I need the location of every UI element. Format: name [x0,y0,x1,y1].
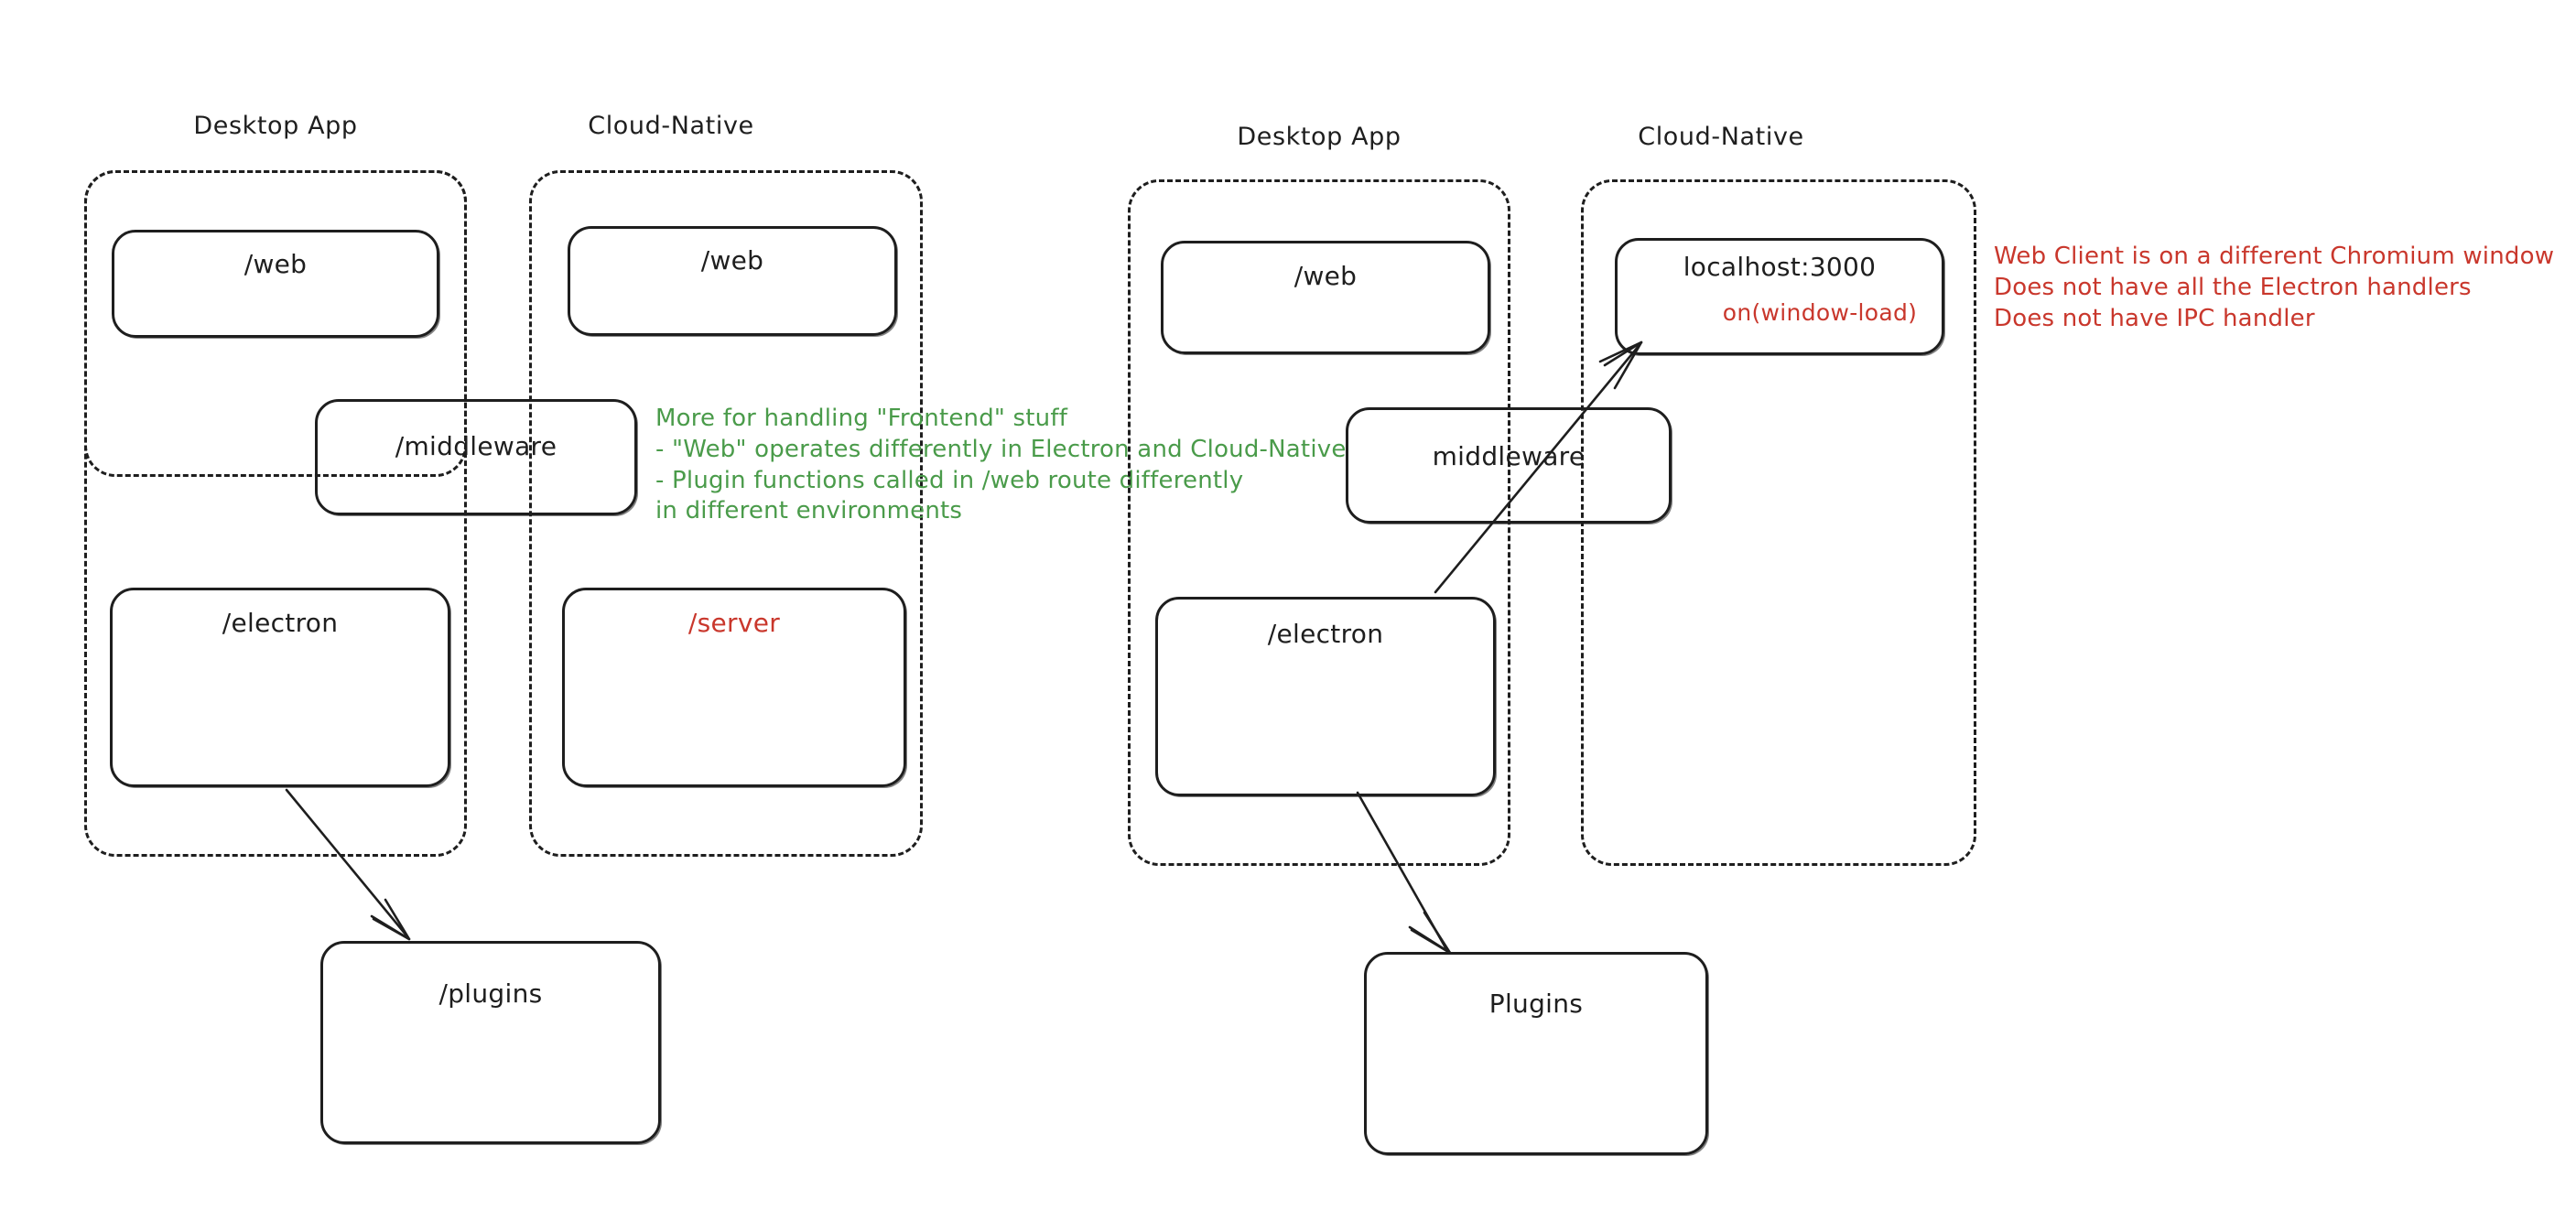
group-left-cloud-native-title: Cloud-Native [588,112,754,140]
group-right-cloud-native-title: Cloud-Native [1638,123,1804,151]
node-left-cloud-web[interactable] [568,226,897,336]
node-left-server[interactable] [562,588,906,787]
node-left-electron-label: /electron [222,608,339,638]
node-left-middleware[interactable] [315,399,637,515]
node-right-electron[interactable] [1155,597,1496,796]
note-red-web-client: Web Client is on a different Chromium wi… [1994,243,2555,332]
node-left-cloud-web-label: /web [700,245,764,276]
node-right-electron-label: /electron [1267,619,1384,649]
node-left-desktop-web[interactable] [112,230,439,338]
node-right-desktop-web-label: /web [1293,261,1358,291]
note-green-frontend: More for handling "Frontend" stuff - "We… [655,405,1347,525]
node-right-plugins[interactable] [1364,952,1708,1155]
group-right-desktop-app-title: Desktop App [1237,123,1402,151]
group-left-desktop-app-title: Desktop App [193,112,358,140]
node-left-desktop-web-label: /web [244,249,308,279]
node-right-middleware-label: middleware [1432,441,1586,471]
node-right-plugins-label: Plugins [1488,989,1584,1019]
node-right-desktop-web[interactable] [1161,241,1490,354]
node-left-electron[interactable] [110,588,450,787]
node-right-localhost-label: localhost:3000 [1683,252,1877,282]
node-right-localhost-sublabel: on(window-load) [1722,299,1918,326]
node-right-middleware[interactable] [1346,407,1672,524]
node-left-middleware-label: /middleware [395,431,557,461]
node-right-localhost[interactable] [1615,238,1944,355]
node-left-plugins-label: /plugins [438,978,543,1009]
node-left-server-label: /server [687,608,781,638]
node-left-plugins[interactable] [320,941,661,1144]
